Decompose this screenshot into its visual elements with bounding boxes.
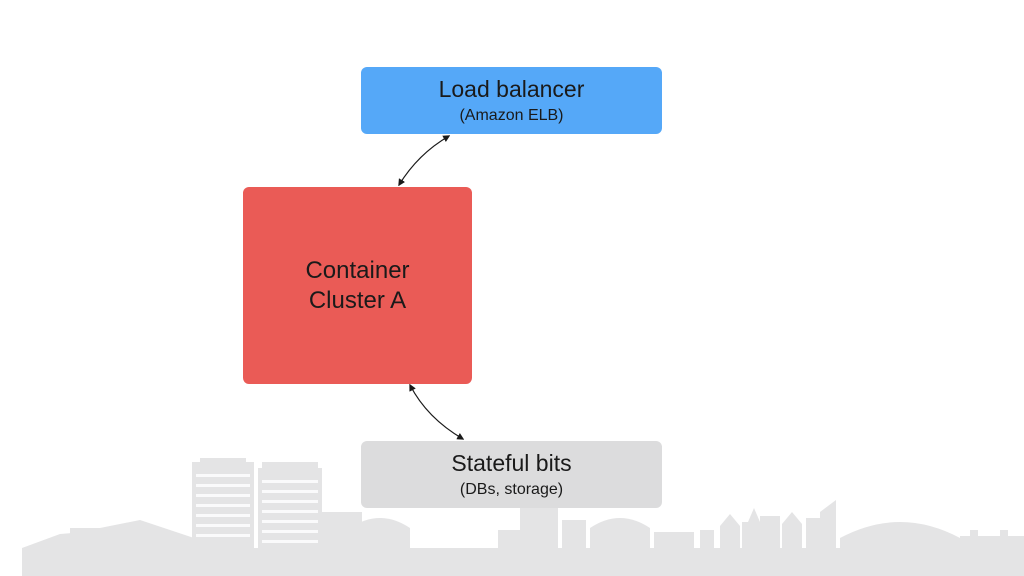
stateful-bits-subtitle: (DBs, storage) <box>459 480 564 498</box>
stateful-bits-title: Stateful bits <box>451 449 572 476</box>
load-balancer-subtitle: (Amazon ELB) <box>459 106 564 124</box>
load-balancer-node: Load balancer (Amazon ELB) <box>361 67 662 134</box>
container-cluster-node: Container Cluster A <box>243 187 472 384</box>
stateful-bits-node: Stateful bits (DBs, storage) <box>361 441 662 508</box>
load-balancer-title: Load balancer <box>438 75 585 102</box>
container-cluster-title: Container Cluster A <box>305 256 410 314</box>
